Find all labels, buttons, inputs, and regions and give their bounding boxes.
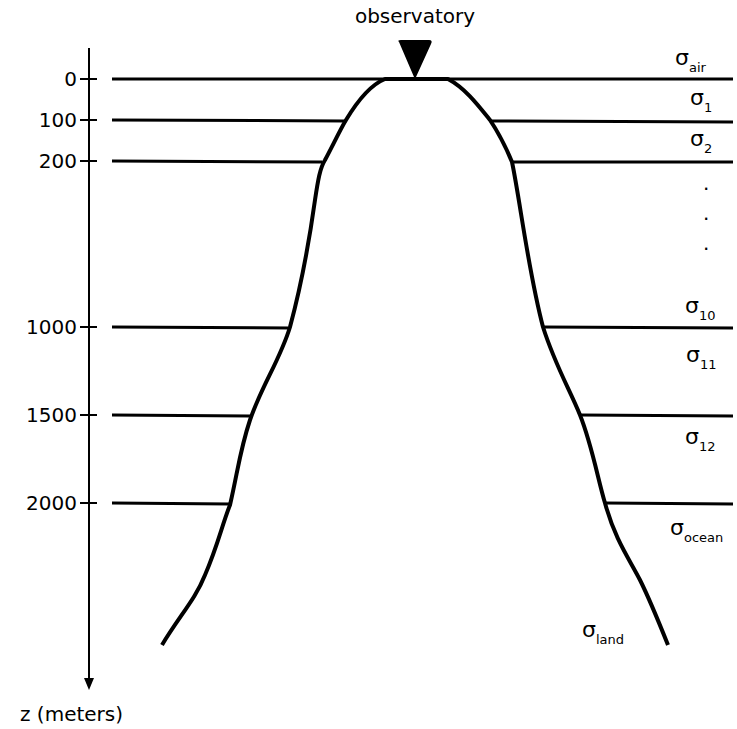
conductivity-symbol: σ xyxy=(690,128,704,150)
conductivity-symbol: σ xyxy=(690,87,704,109)
conductivity-symbol: σ xyxy=(582,619,596,641)
mountain-outline xyxy=(162,79,668,645)
conductivity-symbol: σ xyxy=(685,426,699,448)
layer-subscript: 10 xyxy=(699,309,716,322)
depth-tick-label: 1000 xyxy=(26,317,77,337)
layer-subscript: 1 xyxy=(704,101,712,114)
site-label: observatory xyxy=(355,6,475,26)
depth-tick-label: 200 xyxy=(39,151,77,171)
layer-boundaries xyxy=(112,79,733,504)
observatory-symbol xyxy=(398,40,431,78)
layer-subscript: land xyxy=(596,633,624,646)
layer-subscript: 12 xyxy=(699,440,716,453)
conductivity-symbol: σ xyxy=(686,344,700,366)
ellipsis-dot: . xyxy=(703,233,709,253)
ellipsis-dot: . xyxy=(703,203,709,223)
layer-subscript: ocean xyxy=(684,531,723,544)
layer-subscript: 2 xyxy=(704,142,712,155)
depth-tick-label: 0 xyxy=(64,69,77,89)
ellipsis-dot: . xyxy=(703,173,709,193)
depth-axis xyxy=(80,48,97,690)
depth-tick-label: 1500 xyxy=(26,405,77,425)
axis-title: z (meters) xyxy=(20,704,123,724)
layer-subscript: air xyxy=(689,61,706,74)
conductivity-symbol: σ xyxy=(670,517,684,539)
depth-tick-label: 2000 xyxy=(26,493,77,513)
depth-tick-label: 100 xyxy=(39,110,77,130)
conductivity-symbol: σ xyxy=(685,295,699,317)
layer-subscript: 11 xyxy=(700,358,717,371)
conductivity-symbol: σ xyxy=(675,47,689,69)
